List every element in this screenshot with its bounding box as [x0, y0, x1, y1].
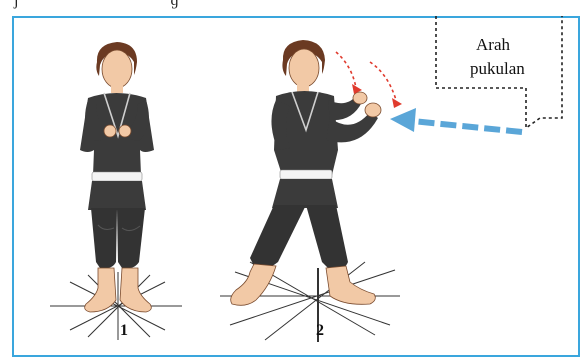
callout-label-line-1: Arah	[476, 34, 510, 56]
red-arrowhead-2	[392, 98, 402, 108]
blue-direction-arrow	[390, 108, 522, 132]
figure-1-ground-lines	[50, 272, 182, 340]
figure-2-strike-stance	[220, 40, 400, 342]
figure-1-ready-stance	[50, 42, 182, 340]
strike-motion-arrows	[336, 52, 396, 100]
callout-label-line-2: pukulan	[470, 58, 525, 80]
figure-1-number: 1	[120, 322, 128, 340]
figure-2-number: 2	[316, 322, 324, 340]
